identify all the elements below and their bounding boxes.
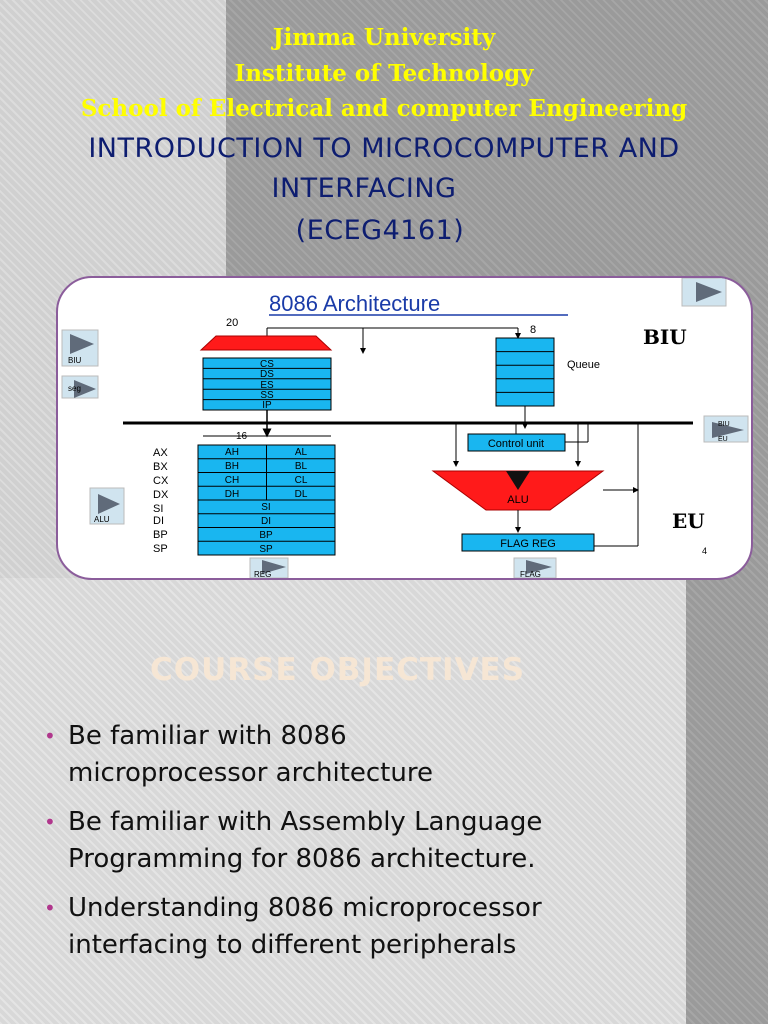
objective-line1: Be familiar with Assembly Language <box>68 807 543 837</box>
reg-al: AL <box>295 447 308 458</box>
seg-reg-ss: SS <box>260 390 274 401</box>
diagram-title: 8086 Architecture <box>269 291 440 316</box>
course-objectives-title: COURSE OBJECTIVES <box>150 652 526 688</box>
bus-width-8: 8 <box>530 324 536 336</box>
seg-reg-ip: IP <box>262 400 272 411</box>
reg-cl: CL <box>295 475 308 486</box>
course-title-line2: INTERFACING <box>271 173 457 204</box>
architecture-diagram-panel: 8086 Architecture BIU EU 20 8 CS DS ES S… <box>56 276 753 580</box>
general-registers: AH AL BH BL CH CL DH DL SI DI BP SP <box>197 444 336 556</box>
nav-biu-eu-bottom-label: EU <box>718 436 728 443</box>
biu-label: BIU <box>643 325 687 349</box>
play-arrow-icon <box>526 560 552 574</box>
objective-item: • Understanding 8086 microprocessor inte… <box>44 890 684 964</box>
objective-line2: microprocessor architecture <box>68 758 433 788</box>
queue-label: Queue <box>567 359 600 371</box>
nav-biu-label: BIU <box>68 356 82 365</box>
play-arrow-icon <box>696 282 722 302</box>
reg-ch: CH <box>225 475 239 486</box>
nav-button-biu[interactable]: BIU <box>61 329 99 367</box>
seg-reg-ds: DS <box>260 369 274 380</box>
nav-button-biu-eu[interactable]: BIU EU <box>703 415 749 443</box>
play-arrow-icon <box>262 560 286 574</box>
play-arrow-icon <box>74 380 96 398</box>
university-name: Jimma University <box>272 24 496 51</box>
nav-button-top-right[interactable] <box>681 278 727 307</box>
bus-width-16: 16 <box>236 431 248 442</box>
seg-reg-cs: CS <box>260 359 274 370</box>
page-number: 4 <box>702 546 707 556</box>
bullet-icon: • <box>44 896 56 920</box>
objectives-list: • Be familiar with 8086 microprocessor a… <box>44 718 684 976</box>
register-name-labels: AX BX CX DX SI DI BP SP <box>153 447 169 555</box>
institute-name: Institute of Technology <box>234 60 534 87</box>
objective-line2: interfacing to different peripherals <box>68 930 517 960</box>
nav-button-flag[interactable]: FLAG <box>513 557 557 578</box>
reg-name-sp: SP <box>153 543 168 555</box>
objective-line1: Be familiar with 8086 <box>68 721 347 751</box>
segment-registers: CS DS ES SS IP <box>202 357 332 411</box>
reg-name-si: SI <box>153 503 163 515</box>
reg-dh: DH <box>225 489 239 500</box>
reg-name-ax: AX <box>153 447 168 459</box>
address-adder <box>199 335 333 351</box>
reg-bh: BH <box>225 461 239 472</box>
architecture-diagram: 8086 Architecture BIU EU 20 8 CS DS ES S… <box>61 278 749 578</box>
course-title-line1: INTRODUCTION TO MICROCOMPUTER AND <box>88 133 680 164</box>
objective-item: • Be familiar with 8086 microprocessor a… <box>44 718 684 792</box>
alu-block <box>431 470 605 511</box>
reg-sp: SP <box>259 544 273 555</box>
instruction-queue <box>495 337 555 407</box>
reg-bl: BL <box>295 461 308 472</box>
course-code: (ECEG4161) <box>295 215 465 246</box>
nav-flag-label: FLAG <box>520 570 541 578</box>
reg-name-cx: CX <box>153 475 169 487</box>
reg-name-dx: DX <box>153 489 169 501</box>
nav-biu-eu-top-label: BIU <box>718 421 730 428</box>
school-name: School of Electrical and computer Engine… <box>80 95 688 122</box>
nav-seg-label: seg <box>68 384 81 393</box>
reg-name-bx: BX <box>153 461 168 473</box>
reg-ah: AH <box>225 447 239 458</box>
bullet-icon: • <box>44 810 56 834</box>
flag-reg-box <box>461 533 595 552</box>
flag-reg-label: FLAG REG <box>500 538 556 550</box>
objective-line2: Programming for 8086 architecture. <box>68 844 536 874</box>
eu-label: EU <box>672 509 705 533</box>
play-arrow-icon <box>70 334 94 354</box>
objective-item: • Be familiar with Assembly Language Pro… <box>44 804 684 878</box>
play-arrow-icon <box>98 494 120 514</box>
reg-bp: BP <box>259 530 273 541</box>
nav-button-reg[interactable]: REG <box>249 557 289 578</box>
play-arrow-icon <box>712 422 744 438</box>
nav-reg-label: REG <box>254 570 271 578</box>
nav-button-alu[interactable]: ALU <box>89 487 125 525</box>
reg-name-di: DI <box>153 515 164 527</box>
seg-reg-es: ES <box>260 380 274 391</box>
objective-line1: Understanding 8086 microprocessor <box>68 893 542 923</box>
reg-dl: DL <box>295 489 308 500</box>
alu-label: ALU <box>507 494 528 506</box>
control-unit-label: Control unit <box>488 438 544 450</box>
background-lower-panel <box>0 578 686 1024</box>
reg-di: DI <box>261 516 271 527</box>
reg-name-bp: BP <box>153 529 168 541</box>
bullet-icon: • <box>44 724 56 748</box>
reg-si: SI <box>261 502 270 513</box>
bus-width-20: 20 <box>226 317 238 329</box>
nav-button-seg[interactable]: seg <box>61 375 99 399</box>
nav-alu-label: ALU <box>94 515 110 524</box>
